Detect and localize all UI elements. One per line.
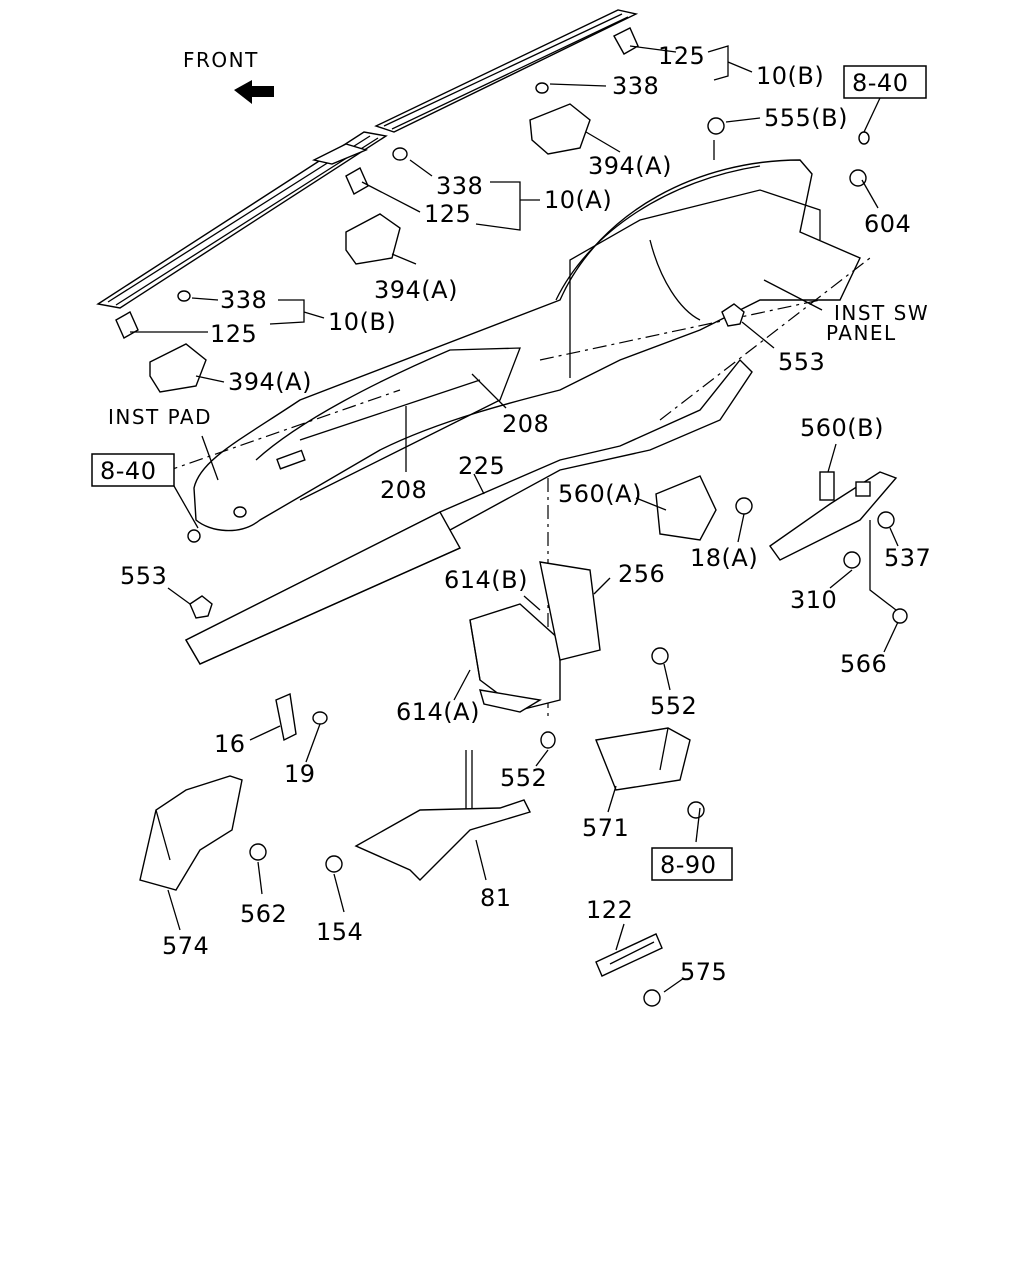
- label-10b-top: 10(B): [756, 62, 824, 90]
- label-560a: 560(A): [558, 480, 642, 508]
- ref-8-40-left: 8-40: [100, 457, 156, 485]
- label-552-lower: 552: [500, 764, 547, 792]
- leader-lines: [130, 45, 899, 993]
- label-panel: PANEL: [826, 321, 897, 345]
- label-338-mid: 338: [436, 172, 483, 200]
- clip-566: [869, 520, 908, 624]
- label-537: 537: [884, 544, 931, 572]
- label-394a-top: 394(A): [588, 152, 672, 180]
- label-19: 19: [284, 760, 316, 788]
- label-16: 16: [214, 730, 246, 758]
- bracket-574: [139, 775, 243, 891]
- bracket-560b: [769, 471, 898, 561]
- defroster-grille-left: [96, 131, 388, 309]
- defroster-grille-right: [374, 9, 639, 133]
- label-81: 81: [480, 884, 512, 912]
- label-394a-left: 394(A): [228, 368, 312, 396]
- label-225: 225: [458, 452, 505, 480]
- ref-box-8-90: [651, 847, 733, 881]
- label-338-top: 338: [612, 72, 659, 100]
- label-394a-mid: 394(A): [374, 276, 458, 304]
- center-bracket-assembly: [469, 561, 601, 713]
- label-inst-pad: INST PAD: [108, 405, 212, 429]
- label-256: 256: [618, 560, 665, 588]
- ref-8-90: 8-90: [660, 851, 716, 879]
- steering-support-beam: [185, 358, 753, 665]
- label-154: 154: [316, 918, 363, 946]
- ref-8-40-right: 8-40: [852, 69, 908, 97]
- fasteners: [115, 27, 895, 1007]
- label-562: 562: [240, 900, 287, 928]
- label-566: 566: [840, 650, 887, 678]
- label-574: 574: [162, 932, 209, 960]
- connector-122: [595, 933, 663, 977]
- label-125-left: 125: [210, 320, 257, 348]
- front-arrow-icon: [234, 80, 274, 104]
- label-10a: 10(A): [544, 186, 612, 214]
- label-553-right: 553: [778, 348, 825, 376]
- label-inst-sw: INST SW: [834, 301, 929, 325]
- label-208-left: 208: [380, 476, 427, 504]
- label-125-mid: 125: [424, 200, 471, 228]
- label-122: 122: [586, 896, 633, 924]
- bracket-81: [354, 750, 531, 881]
- label-604: 604: [864, 210, 911, 238]
- label-18a: 18(A): [690, 544, 758, 572]
- bracket-560a: [655, 475, 717, 541]
- label-310: 310: [790, 586, 837, 614]
- label-560b: 560(B): [800, 414, 884, 442]
- instrument-pad: [193, 159, 861, 532]
- label-125-top: 125: [658, 42, 705, 70]
- label-571: 571: [582, 814, 629, 842]
- ref-box-8-40-right: [843, 65, 927, 99]
- label-614a: 614(A): [396, 698, 480, 726]
- box-571: [595, 727, 691, 791]
- label-208-right: 208: [502, 410, 549, 438]
- label-555b: 555(B): [764, 104, 848, 132]
- label-575: 575: [680, 958, 727, 986]
- label-10b-left: 10(B): [328, 308, 396, 336]
- bracket-16: [275, 692, 297, 742]
- label-614b: 614(B): [444, 566, 528, 594]
- label-553-left: 553: [120, 562, 167, 590]
- label-338-left: 338: [220, 286, 267, 314]
- label-552-right: 552: [650, 692, 697, 720]
- ref-box-8-40-left: [91, 453, 175, 487]
- front-label: FRONT: [183, 48, 259, 72]
